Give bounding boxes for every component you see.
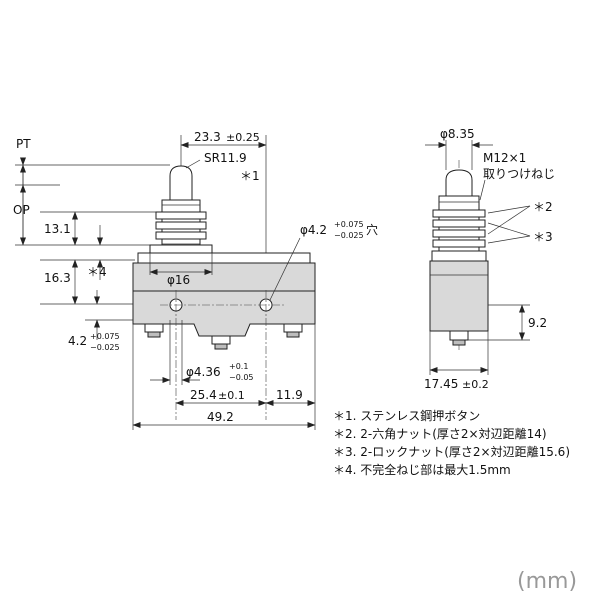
note-4: ＊4. 不完全ねじ部は最大1.5mm — [333, 462, 511, 477]
dim-9-2: 9.2 — [528, 316, 547, 330]
thread-spec-note: 取りつけねじ — [483, 167, 555, 181]
notes-list: ＊1. ステンレス鋼押ボタン ＊2. 2-六角ナット(厚さ2×対辺距離14) ＊… — [333, 409, 570, 477]
dim-13-1: 13.1 — [44, 222, 71, 236]
dim-23-3: 23.3 — [194, 130, 221, 144]
dim-phi4-36-tol-lower: −0.05 — [229, 373, 254, 382]
label-pt: PT — [16, 137, 31, 151]
dim-11-9: 11.9 — [276, 388, 303, 402]
dim-16-3: 16.3 — [44, 271, 71, 285]
dim-4-2: 4.2 — [68, 334, 87, 348]
note-3: ＊3. 2-ロックナット(厚さ2×対辺距離15.6) — [333, 445, 570, 459]
side-view — [425, 140, 531, 375]
front-view — [15, 135, 316, 430]
note-star4-ref: ＊4 — [87, 265, 107, 279]
dim-phi16: φ16 — [167, 273, 190, 287]
hole-tol-lower: −0.025 — [334, 231, 364, 240]
dim-17-45-tol: ±0.2 — [462, 378, 489, 391]
label-sr: SR11.9 — [204, 151, 247, 165]
dim-23-3-tol: ±0.25 — [226, 131, 260, 144]
dim-49-2: 49.2 — [207, 410, 234, 424]
label-op: OP — [13, 203, 30, 217]
dim-4-2-tol-upper: +0.075 — [90, 332, 120, 341]
dim-25-4-tol: ±0.1 — [218, 389, 245, 402]
thread-spec: M12×1 — [483, 151, 526, 165]
note-star1-ref: ＊1 — [240, 169, 260, 183]
dim-phi4-36-tol-upper: +0.1 — [229, 362, 248, 371]
note-star3-ref: ＊3 — [533, 230, 553, 244]
hole-tol-upper: +0.075 — [334, 220, 364, 229]
dim-phi4-36: φ4.36 — [186, 365, 221, 379]
hole-phi: φ4.2 — [300, 223, 327, 237]
dim-17-45: 17.45 — [424, 377, 458, 391]
note-1: ＊1. ステンレス鋼押ボタン — [333, 409, 480, 423]
note-star2-ref: ＊2 — [533, 200, 553, 214]
note-2: ＊2. 2-六角ナット(厚さ2×対辺距離14) — [333, 427, 547, 441]
dim-phi8-35: φ8.35 — [440, 127, 475, 141]
unit-label: (mm) — [517, 569, 577, 594]
dim-4-2-tol-lower: −0.025 — [90, 343, 120, 352]
hole-suffix: 穴 — [366, 222, 378, 237]
dim-25-4: 25.4 — [190, 388, 217, 402]
